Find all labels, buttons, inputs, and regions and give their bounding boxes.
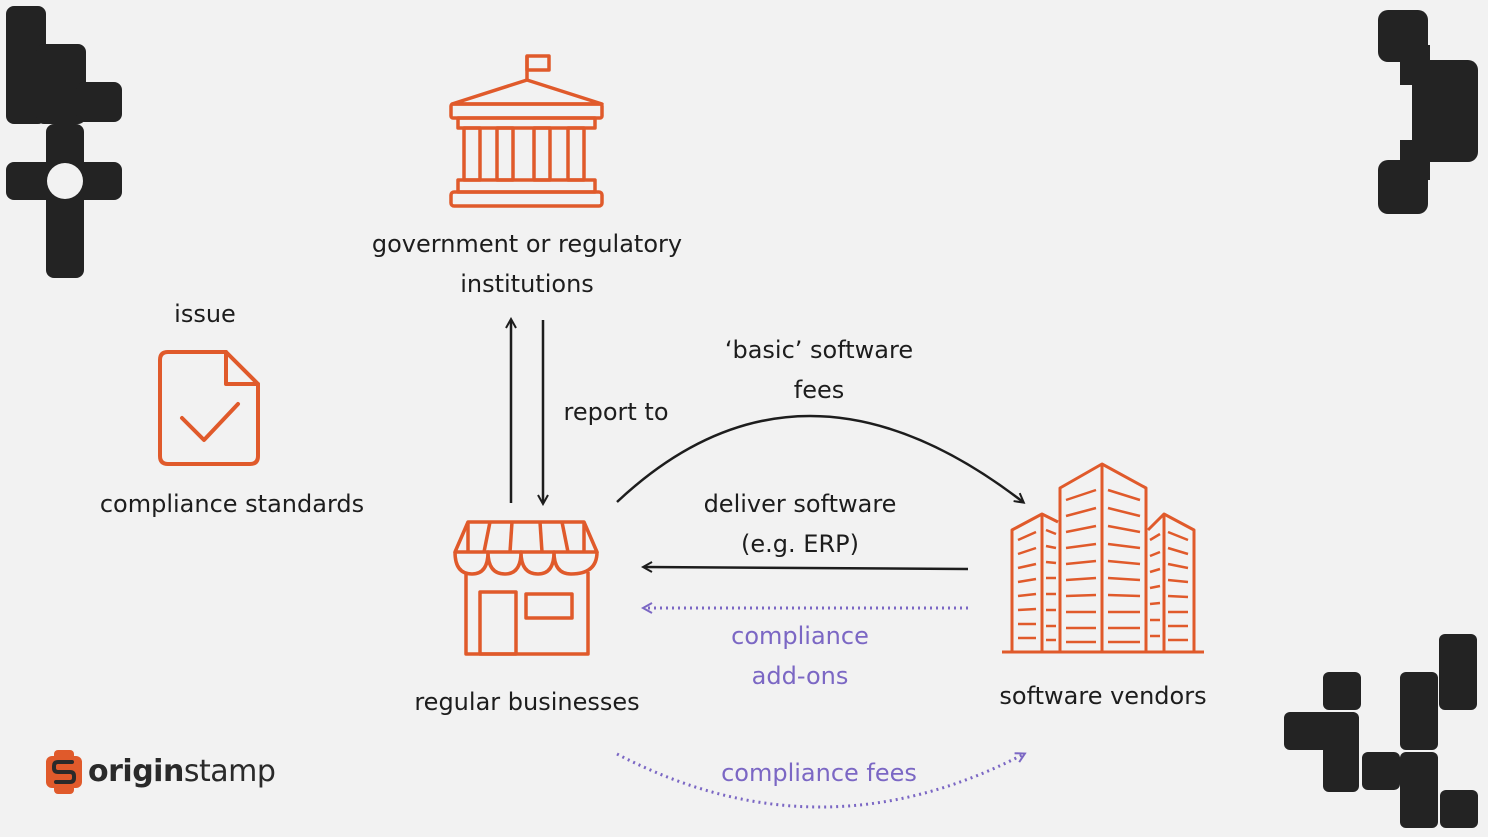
- compliance-addons-line2: add-ons: [751, 662, 849, 690]
- basic-fees-line2: fees: [793, 376, 845, 404]
- decor-top-left: [6, 6, 122, 278]
- government-label: government or regulatory institutions: [352, 224, 702, 304]
- arrow-compliance-fees: [616, 754, 1024, 809]
- basic-fees-line1: ‘basic’ software: [724, 336, 914, 364]
- originstamp-logo-text: originstamp: [88, 752, 276, 792]
- arrow-deliver-software: [644, 567, 969, 569]
- decor-top-right: [1378, 10, 1478, 214]
- government-label-line1: government or regulatory: [371, 230, 683, 258]
- compliance-standards-label: compliance standards: [99, 490, 365, 518]
- logo-text-origin: origin: [88, 754, 184, 789]
- office-buildings-icon: [1002, 462, 1204, 654]
- deliver-software-label: deliver software (e.g. ERP): [680, 484, 920, 564]
- compliance-addons-label: compliance add-ons: [700, 616, 900, 696]
- arrow-basic-fees: [616, 414, 1023, 502]
- document-check-icon: [158, 350, 260, 466]
- issue-label: issue: [174, 300, 236, 328]
- deliver-software-line2: (e.g. ERP): [741, 530, 859, 558]
- compliance-fees-label: compliance fees: [721, 759, 917, 787]
- originstamp-logo-icon: [46, 750, 82, 794]
- government-building-icon: [449, 54, 604, 208]
- basic-fees-label: ‘basic’ software fees: [690, 330, 948, 410]
- report-to-label: report to: [563, 398, 669, 426]
- storefront-icon: [453, 520, 599, 656]
- deliver-software-line1: deliver software: [703, 490, 897, 518]
- compliance-addons-line1: compliance: [731, 622, 869, 650]
- regular-businesses-label: regular businesses: [414, 688, 640, 716]
- software-vendors-label: software vendors: [999, 682, 1207, 710]
- decor-bottom-right: [1284, 634, 1478, 828]
- logo-text-stamp: stamp: [183, 754, 276, 789]
- government-label-line2: institutions: [460, 270, 594, 298]
